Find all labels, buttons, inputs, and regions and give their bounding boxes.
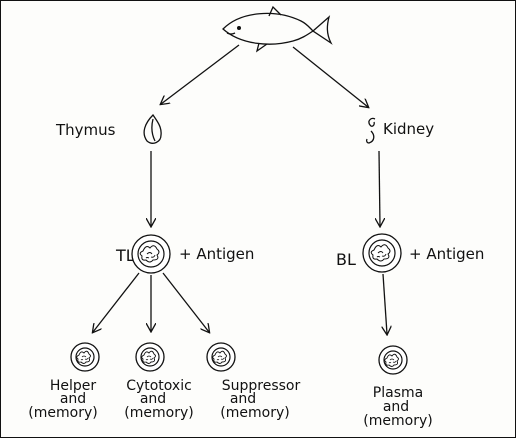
- suppressor-cell-icon: [207, 343, 235, 371]
- tl-cell-icon: [132, 235, 170, 273]
- thymus-organ-icon: [144, 115, 161, 143]
- bl-cell-icon: [363, 234, 401, 272]
- plasma-cell-icon: [379, 346, 407, 374]
- cytotoxic-cell-icon: [136, 343, 164, 371]
- kidney-to-bl-arrow: [379, 151, 380, 226]
- kidney-label: Kidney: [383, 120, 434, 138]
- tl-antigen-label: + Antigen: [179, 245, 254, 263]
- helper-cell-icon: [71, 343, 99, 371]
- fish-to-kidney-arrow: [293, 47, 368, 107]
- suppressor-memory: (memory): [220, 405, 289, 421]
- bl-to-plasma-arrow: [383, 274, 387, 334]
- thymus-label: Thymus: [55, 121, 116, 139]
- fish-icon: [223, 7, 331, 51]
- tl-to-helper-arrow: [93, 273, 139, 332]
- kidney-organ-icon: [367, 118, 375, 143]
- bl-label: BL: [336, 250, 356, 269]
- cytotoxic-memory: (memory): [124, 405, 193, 421]
- plasma-memory: (memory): [363, 413, 432, 429]
- bl-antigen-label: + Antigen: [409, 245, 484, 263]
- helper-memory: (memory): [28, 405, 97, 421]
- tl-to-suppressor-arrow: [163, 273, 209, 332]
- fish-to-thymus-arrow: [161, 45, 239, 104]
